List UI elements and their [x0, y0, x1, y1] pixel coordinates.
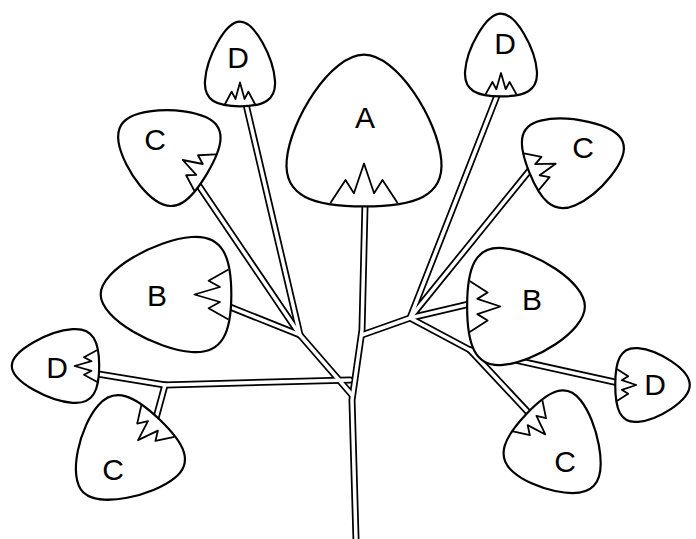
strawberry-fruit: B	[462, 243, 590, 370]
strawberry-fruit: D	[202, 18, 278, 110]
fruit-letter: A	[355, 103, 375, 133]
strawberry-fruit: C	[110, 97, 218, 202]
fruit-letter: C	[554, 447, 576, 477]
fruit-letter: D	[494, 29, 516, 59]
strawberry-fruit: D	[612, 345, 693, 425]
fruit-letter: D	[644, 370, 666, 400]
strawberry-fruit: C	[63, 400, 180, 512]
fruit-letter: C	[572, 133, 594, 163]
strawberry-fruit: A	[280, 48, 448, 213]
strawberry-fruit: C	[508, 395, 612, 505]
fruit-letter: C	[102, 455, 124, 485]
fruit-letter: D	[46, 353, 68, 383]
strawberry-fruit: D	[8, 326, 103, 406]
strawberry-fruit: B	[95, 232, 237, 357]
fruit-letter: B	[147, 281, 167, 311]
strawberry-fruit: C	[522, 108, 630, 206]
strawberry-fruit: D	[462, 10, 540, 100]
fruit-letter: D	[227, 43, 249, 73]
fruit-letter: B	[522, 285, 542, 315]
fruit-letter: C	[144, 125, 166, 155]
